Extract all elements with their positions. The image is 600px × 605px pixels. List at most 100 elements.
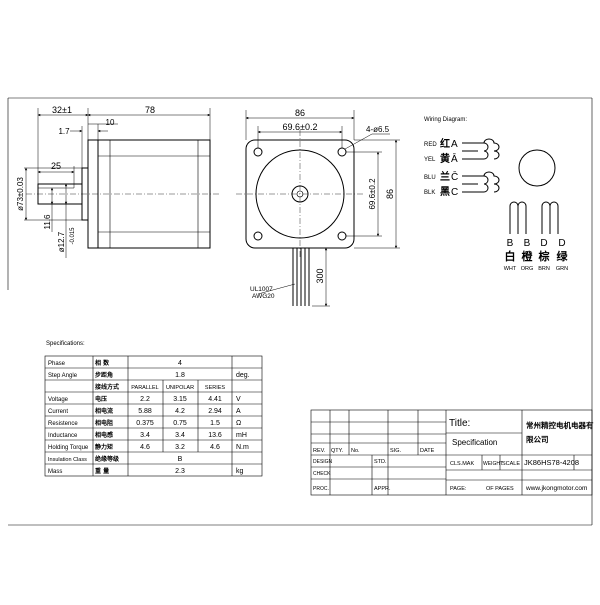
svg-text:4.6: 4.6 <box>140 444 150 451</box>
svg-text:2.2: 2.2 <box>140 396 150 403</box>
svg-text:STD.: STD. <box>374 459 387 465</box>
svg-text:相电阻: 相电阻 <box>95 419 113 427</box>
svg-text:RED: RED <box>424 142 437 148</box>
svg-text:0.375: 0.375 <box>136 420 154 427</box>
svg-text:BLK: BLK <box>424 190 435 196</box>
svg-text:4.6: 4.6 <box>210 444 220 451</box>
dim-lead-length: 300 <box>315 268 325 283</box>
coil-a <box>462 142 489 160</box>
spec-value-step-angle: 1.8 <box>175 372 185 379</box>
svg-text:13.6: 13.6 <box>208 432 222 439</box>
svg-text:mH: mH <box>236 432 247 439</box>
svg-text:2.94: 2.94 <box>208 408 222 415</box>
specifications-table: Specifications: Phase 相 数 4 Step Angle 步… <box>44 341 263 477</box>
svg-text:3.2: 3.2 <box>175 444 185 451</box>
svg-text:Holding Torque: Holding Torque <box>48 445 89 451</box>
dim-hole-spacing-h: 69.6±0.2 <box>283 122 318 132</box>
svg-text:GRN: GRN <box>556 266 568 272</box>
svg-text:白: 白 <box>505 249 516 263</box>
svg-text:绝缘等级: 绝缘等级 <box>95 455 119 463</box>
svg-text:Inductance: Inductance <box>48 433 78 439</box>
wiring-bottom-labels: B B D D 白 橙 棕 绿 WHT ORG BRN GRN <box>504 238 569 272</box>
spec-row-holding-torque: Holding Torque 静力矩 4.6 3.2 4.6 N.m <box>48 443 249 451</box>
spec-row-voltage: Voltage 电压 2.2 3.15 4.41 V <box>48 395 241 403</box>
company-name-line1: 常州精控电机电器有 <box>526 420 594 430</box>
svg-text:橙: 橙 <box>522 249 534 263</box>
svg-text:电压: 电压 <box>95 395 107 403</box>
svg-text:No.: No. <box>351 448 360 454</box>
svg-text:Current: Current <box>48 409 68 415</box>
svg-text:REV.: REV. <box>313 448 326 454</box>
title-label: Title: <box>449 418 470 429</box>
wiring-row-blk: BLK 黑 C <box>424 186 458 198</box>
svg-text:ORG: ORG <box>521 266 534 272</box>
svg-text:QTY.: QTY. <box>331 448 344 454</box>
spec-row-current: Current 相电流 5.88 4.2 2.94 A <box>48 407 241 415</box>
spec-value-phase: 4 <box>178 360 182 367</box>
svg-text:SIG.: SIG. <box>390 448 401 454</box>
svg-text:D: D <box>540 238 547 249</box>
svg-text:DATE: DATE <box>420 448 435 454</box>
svg-text:接线方式: 接线方式 <box>94 383 119 391</box>
wiring-diagram: Wiring Diagram: RED 红 A YEL 黄 Ā BLU 兰 C̄… <box>424 117 569 272</box>
svg-text:deg.: deg. <box>236 372 250 379</box>
svg-text:APPR.: APPR. <box>374 486 391 492</box>
svg-text:B: B <box>524 238 531 249</box>
svg-text:BRN: BRN <box>538 266 550 272</box>
specs-title: Specifications: <box>46 341 85 347</box>
svg-text:D: D <box>558 238 565 249</box>
coil-c <box>462 175 489 193</box>
svg-text:OF PAGES: OF PAGES <box>486 486 514 492</box>
svg-text:3.15: 3.15 <box>173 396 187 403</box>
front-view: 86 69.6±0.2 4-ø6.5 69.6±0.2 86 300 UL1 <box>236 108 400 307</box>
svg-text:2.3: 2.3 <box>175 468 185 475</box>
side-view: 32±1 78 1.7 10 25 ø73±0.03 11.6 ø12.7 -0… <box>16 105 220 258</box>
svg-text:Ω: Ω <box>236 420 241 427</box>
svg-text:Voltage: Voltage <box>48 397 69 403</box>
svg-text:4.41: 4.41 <box>208 396 222 403</box>
svg-text:绿: 绿 <box>557 249 569 263</box>
svg-text:CHECK: CHECK <box>313 471 331 477</box>
svg-text:3.4: 3.4 <box>140 432 150 439</box>
svg-text:kg: kg <box>236 468 244 475</box>
wiring-title: Wiring Diagram: <box>424 117 467 123</box>
spec-label-step-angle: Step Angle <box>48 373 78 379</box>
spec-head-parallel: PARALLEL <box>131 385 158 391</box>
svg-text:相 数: 相 数 <box>95 359 110 367</box>
svg-text:重 量: 重 量 <box>95 467 109 475</box>
spec-head-series: SERIES <box>205 385 226 391</box>
svg-text:3.4: 3.4 <box>175 432 185 439</box>
svg-text:PAGE:: PAGE: <box>450 486 467 492</box>
svg-text:红: 红 <box>440 137 450 150</box>
mounting-hole-tr <box>337 147 347 157</box>
svg-text:1.5: 1.5 <box>210 420 220 427</box>
svg-text:DESIGN: DESIGN <box>313 459 333 465</box>
svg-text:4.2: 4.2 <box>175 408 185 415</box>
dim-shaft-tolerance: -0.015 <box>70 227 76 245</box>
svg-text:黑: 黑 <box>440 186 450 198</box>
website: www.jkongmotor.com <box>525 485 587 492</box>
lead-label-ul: UL1007 <box>250 286 273 293</box>
wiring-row-red: RED 红 A <box>424 137 458 150</box>
svg-text:静力矩: 静力矩 <box>95 443 113 451</box>
dim-front-width: 86 <box>295 108 305 118</box>
svg-text:CLS.MAK: CLS.MAK <box>450 461 474 467</box>
svg-text:PROC.: PROC. <box>313 486 329 492</box>
svg-text:A: A <box>451 139 458 150</box>
title-block: REV. QTY. No. SIG. DATE DESIGN STD. CHEC… <box>310 409 594 496</box>
svg-text:WEIGHT: WEIGHT <box>483 461 503 467</box>
svg-text:5.88: 5.88 <box>138 408 152 415</box>
title-value: Specification <box>452 438 497 447</box>
spec-row-mass: Mass 重 量 2.3 kg <box>48 467 244 475</box>
wiring-row-yel: YEL 黄 Ā <box>424 152 458 165</box>
svg-text:V: V <box>236 396 241 403</box>
dim-shaft-length: 32±1 <box>52 105 72 115</box>
svg-text:相电感: 相电感 <box>95 431 113 439</box>
svg-text:0.75: 0.75 <box>173 420 187 427</box>
mounting-hole-bl <box>253 231 263 241</box>
svg-text:C̄: C̄ <box>451 170 458 183</box>
dim-flange-offset: 1.7 <box>58 127 70 136</box>
svg-text:兰: 兰 <box>440 170 450 183</box>
svg-text:Resistence: Resistence <box>48 421 78 427</box>
